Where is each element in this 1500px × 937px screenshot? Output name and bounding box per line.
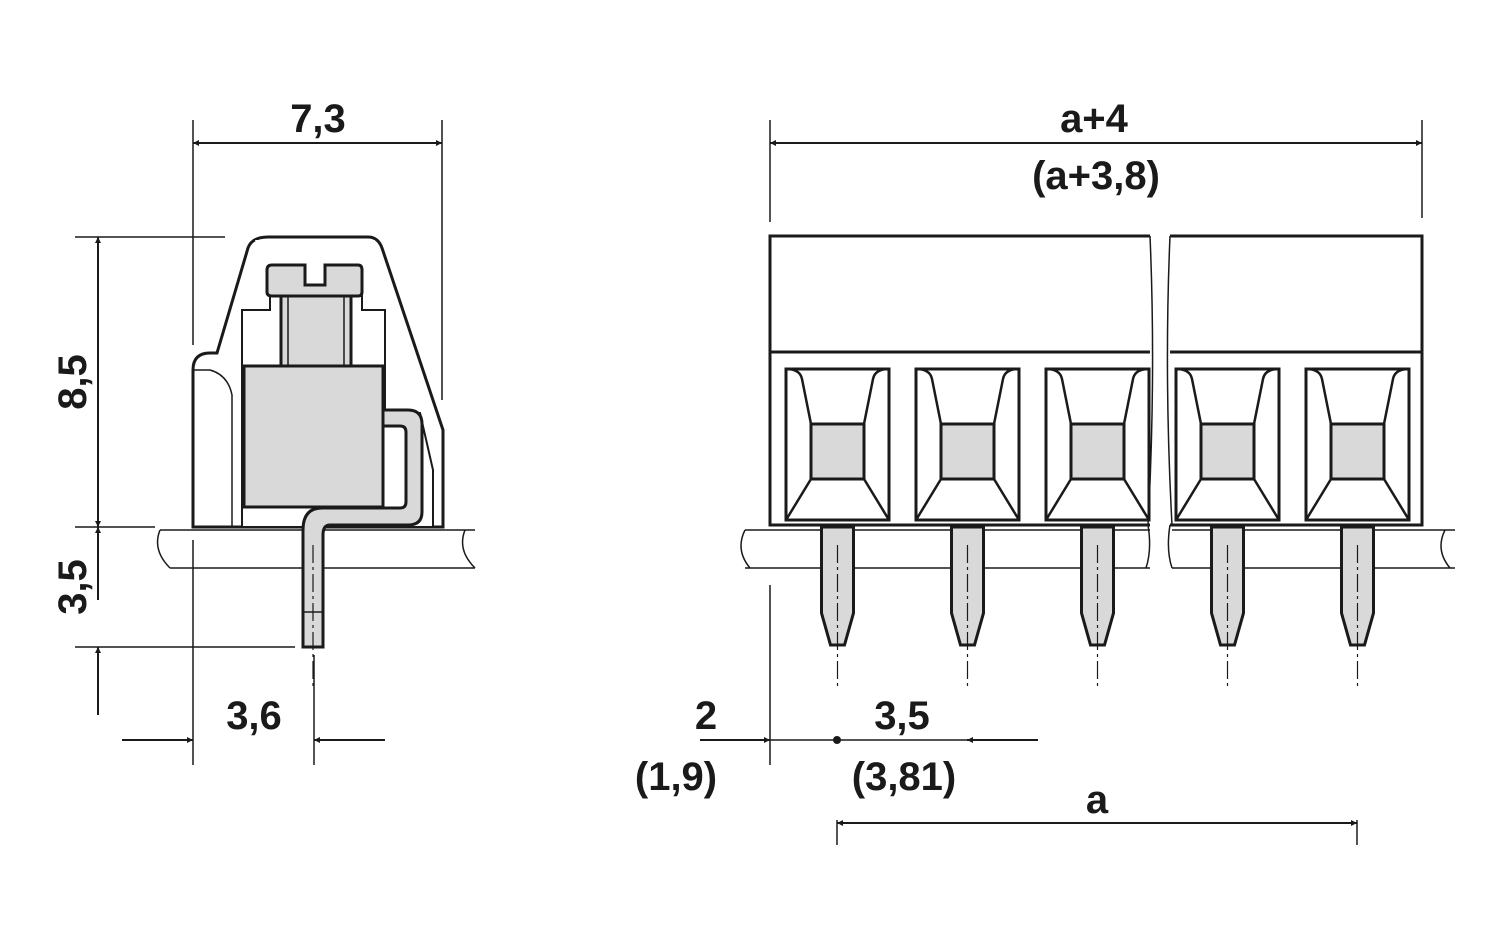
overall-length-label: a+4	[1060, 97, 1129, 141]
width-dimension-label: 7,3	[290, 97, 346, 141]
clamp-window	[1329, 422, 1386, 481]
pitch-label: 3,5	[874, 694, 930, 738]
clamp-window	[809, 422, 866, 481]
screw-shaft	[279, 294, 353, 370]
pin-length-dimension-label: 3,5	[51, 559, 95, 615]
solder-pin	[301, 408, 424, 649]
pin-offset-dimension-label: 3,6	[226, 694, 282, 738]
housing-body	[768, 234, 1424, 527]
edge-offset-alt-label: (1,9)	[635, 755, 717, 799]
housing-section	[191, 235, 445, 529]
clamp-window	[1199, 422, 1256, 481]
height-dimension-label: 8,5	[51, 354, 95, 410]
pitch-alt-label: (3,81)	[852, 755, 957, 799]
front-view	[700, 120, 1455, 845]
clamp-window	[939, 422, 996, 481]
span-label: a	[1086, 778, 1109, 822]
side-view	[75, 120, 476, 765]
edge-offset-label: 2	[695, 694, 717, 738]
overall-length-alt-label: (a+3,8)	[1032, 154, 1160, 198]
screw-head	[265, 263, 364, 298]
clamp-block	[242, 364, 385, 509]
clamp-window	[1069, 422, 1126, 481]
